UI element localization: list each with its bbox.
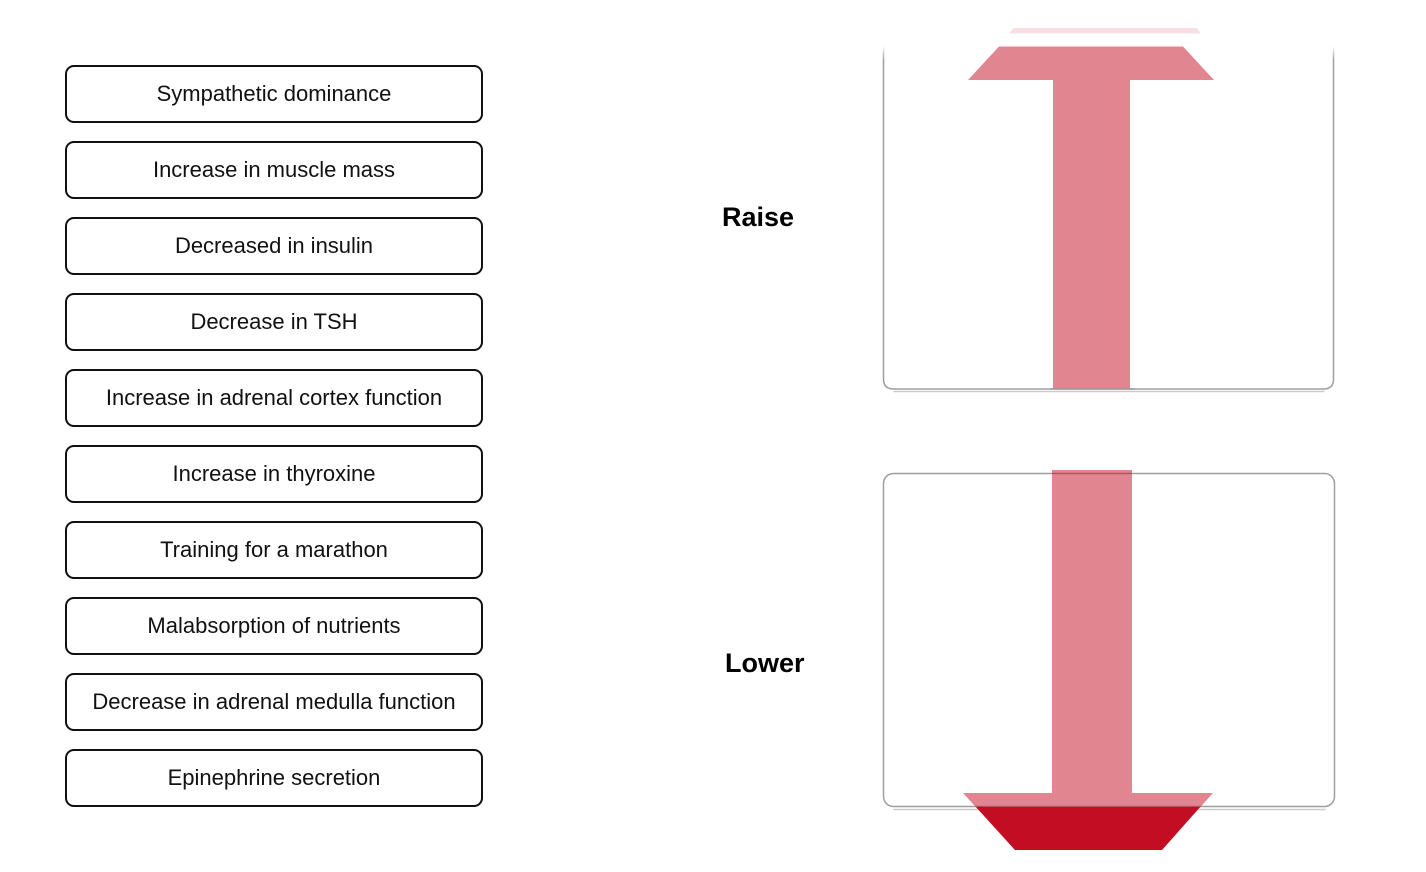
draggable-item-malabsorption-nutrients[interactable]: Malabsorption of nutrients: [65, 597, 483, 655]
item-label: Epinephrine secretion: [167, 765, 381, 790]
source-items-list: Sympathetic dominance Increase in muscle…: [65, 65, 483, 807]
draggable-item-epinephrine-secretion[interactable]: Epinephrine secretion: [65, 749, 483, 807]
lower-dropzone-group: [882, 470, 1336, 850]
draggable-item-increase-muscle-mass[interactable]: Increase in muscle mass: [65, 141, 483, 199]
draggable-item-decrease-adrenal-medulla[interactable]: Decrease in adrenal medulla function: [65, 673, 483, 731]
draggable-item-sympathetic-dominance[interactable]: Sympathetic dominance: [65, 65, 483, 123]
item-label: Decreased in insulin: [174, 233, 374, 258]
down-arrow-icon: [963, 470, 1213, 850]
up-arrow-icon: [968, 46, 1214, 389]
item-label: Increase in adrenal cortex function: [105, 385, 443, 410]
draggable-item-increase-thyroxine[interactable]: Increase in thyroxine: [65, 445, 483, 503]
item-label: Decrease in TSH: [190, 309, 358, 334]
draggable-item-decrease-tsh[interactable]: Decrease in TSH: [65, 293, 483, 351]
draggable-item-increase-adrenal-cortex[interactable]: Increase in adrenal cortex function: [65, 369, 483, 427]
item-label: Increase in thyroxine: [172, 461, 376, 486]
draggable-item-training-marathon[interactable]: Training for a marathon: [65, 521, 483, 579]
item-label: Malabsorption of nutrients: [147, 613, 401, 638]
draggable-item-decreased-insulin[interactable]: Decreased in insulin: [65, 217, 483, 275]
raise-zone-label: Raise: [722, 202, 795, 232]
up-arrow-faint-tip: [1009, 28, 1201, 34]
item-label: Decrease in adrenal medulla function: [92, 689, 456, 714]
item-label: Sympathetic dominance: [156, 81, 392, 106]
down-arrow-solid-tip: [976, 807, 1200, 850]
item-label: Training for a marathon: [160, 537, 388, 562]
lower-zone-label: Lower: [725, 648, 805, 678]
raise-dropzone-group: [882, 28, 1335, 393]
item-label: Increase in muscle mass: [152, 157, 396, 182]
